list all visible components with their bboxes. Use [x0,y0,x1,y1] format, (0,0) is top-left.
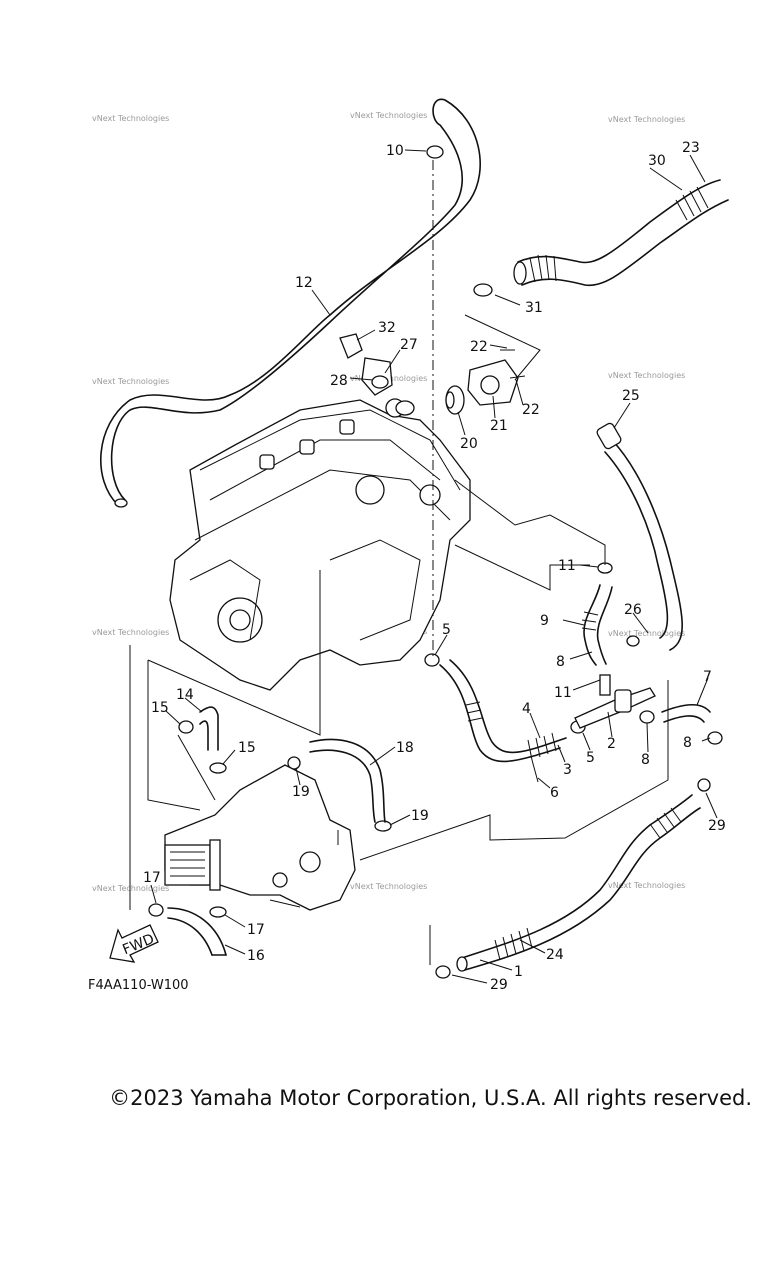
callout-15-left: 15 [151,700,169,716]
callout-17-left: 17 [143,870,161,886]
callout-26: 26 [624,602,642,618]
callout-11-bottom: 11 [554,685,572,701]
callout-31: 31 [525,300,543,316]
hose-3-4 [439,659,567,783]
watermark: vNext Technologies [350,882,427,891]
hose-end [114,498,128,508]
callout-8-right: 8 [683,735,692,751]
engine-block [169,398,471,691]
hose-14 [199,706,219,751]
callout-20: 20 [460,436,478,452]
thermostat-assembly [445,349,526,415]
callout-15-right: 15 [238,740,256,756]
callout-21: 21 [490,418,508,434]
watermark: vNext Technologies [92,884,169,893]
hose-end [456,956,468,972]
callout-7: 7 [703,669,712,685]
hose-9-10 [581,584,613,666]
watermark: vNext Technologies [92,114,169,123]
callout-30: 30 [648,153,666,169]
callout-10: 9 [540,613,549,629]
callout-9: 8 [556,654,565,670]
callout-29-right: 29 [708,818,726,834]
joint-2 [574,674,656,729]
diagram-code: F4AA110-W100 [88,978,189,993]
callout-23: 23 [682,140,700,156]
hose-16 [167,907,227,956]
watermark: vNext Technologies [92,377,169,386]
hose-12 [100,98,481,508]
callout-3: 3 [563,762,572,778]
callout-17-right: 17 [247,922,265,938]
callout-29-bottom: 29 [490,977,508,993]
callout-18: 18 [396,740,414,756]
callout-5-top: 5 [442,622,451,638]
callout-4: 4 [522,701,531,717]
callout-2: 2 [607,736,616,752]
hose-7 [661,704,711,723]
callout-19-right: 19 [411,808,429,824]
reference-lines [129,160,669,965]
callout-13: 10 [386,143,404,159]
callout-12: 12 [295,275,313,291]
callout-32: 32 [378,320,396,336]
watermark: vNext Technologies [608,629,685,638]
watermark: vNext Technologies [608,115,685,124]
hose-clamps [148,145,723,979]
callout-14: 14 [176,687,194,703]
fwd-label: FWD [120,931,156,958]
callout-24: 24 [546,947,564,963]
callout-25: 25 [622,388,640,404]
hose-25 [596,422,683,651]
hose-fitting [596,422,622,450]
callout-11-top: 11 [558,558,576,574]
callout-numbers: 10 12 23 30 31 32 27 28 22 22 21 20 25 1… [143,140,726,993]
callout-22-top: 22 [470,339,488,355]
lower-assembly [164,764,356,911]
callout-19-left: 19 [292,784,310,800]
hose-23-30 [513,179,729,287]
fwd-arrow-icon: FWD [109,924,159,963]
hose-24-1 [456,794,701,972]
callout-6: 6 [550,785,559,801]
watermark: vNext Technologies [92,628,169,637]
watermark: vNext Technologies [608,881,685,890]
callout-28: 28 [330,373,348,389]
watermark: vNext Technologies [350,111,427,120]
callout-8-lower: 8 [641,752,650,768]
hose-18 [309,738,386,823]
callout-16: 16 [247,948,265,964]
callout-5-right: 5 [586,750,595,766]
hose-end [513,261,527,285]
watermark: vNext Technologies [608,371,685,380]
fittings-27-28-32 [339,333,415,416]
leader-lines [150,149,718,984]
copyright-text: ©2023 Yamaha Motor Corporation, U.S.A. A… [109,1086,752,1110]
callout-27: 27 [400,337,418,353]
callout-22-bottom: 22 [522,402,540,418]
callout-1: 1 [514,964,523,980]
